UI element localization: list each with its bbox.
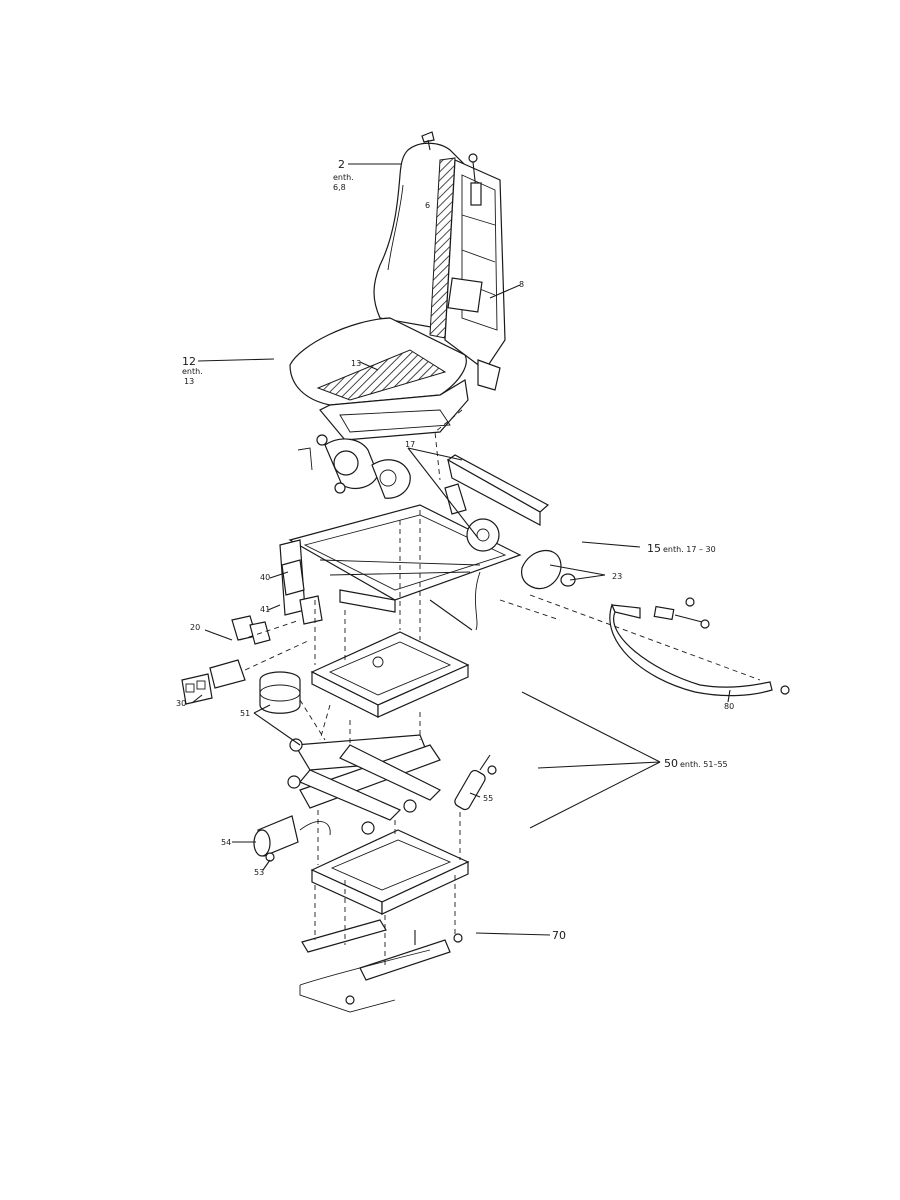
callout-50-suffix: enth. 51–55 [680,760,728,769]
callout-54: 54 [221,838,231,847]
small-parts-upper [297,434,481,631]
callout-2-sub2: 6,8 [333,183,346,192]
callout-8: 8 [519,280,524,289]
backrest-bolts [421,131,482,206]
callout-12-sub2: 13 [184,377,194,386]
callout-13: 13 [351,359,361,368]
callout-53: 53 [254,868,264,877]
air-spring-51 [259,671,301,714]
lever-20-30-40 [181,559,323,705]
shock-absorber-55 [454,754,497,811]
slide-rails-70 [299,919,463,1013]
scissor-mechanism [287,734,442,835]
callout-15-number: 15 [647,542,661,555]
seat-belt [609,597,790,697]
callout-50: 50 enth. 51–55 [664,757,728,770]
callout-12: 12 enth. 13 [182,355,203,386]
adjust-mechanism-17 [444,483,500,552]
backrest-frame [444,159,506,391]
callout-12-number: 12 [182,355,196,368]
callout-2-number: 2 [338,158,345,171]
middle-plate [310,631,470,718]
compressor-motor-54 [253,815,331,862]
leader-lines [191,163,731,936]
callout-51: 51 [240,709,250,718]
callout-23: 23 [612,572,622,581]
recliner-covers [324,438,411,499]
callout-41: 41 [260,605,270,614]
callout-17: 17 [405,440,415,449]
callout-30: 30 [176,699,186,708]
callout-70: 70 [552,929,566,942]
callout-15: 15 enth. 17 – 30 [647,542,716,555]
base-plate [310,829,470,915]
callout-40: 40 [260,573,270,582]
backrest-cushion [373,142,471,339]
callout-55: 55 [483,794,493,803]
assembly-guide-lines [239,409,761,965]
callout-6: 6 [425,201,430,210]
seat-cushion [289,317,469,441]
knobs-23 [520,550,576,590]
callout-12-sub1: enth. [182,367,203,376]
callout-2: 2 enth. 6,8 [333,158,354,192]
callout-15-suffix: enth. 17 – 30 [663,545,716,554]
callout-2-sub1: enth. [333,173,354,182]
callout-50-number: 50 [664,757,678,770]
side-trim-panel [446,454,550,527]
callout-80: 80 [724,702,734,711]
callout-20: 20 [190,623,200,632]
